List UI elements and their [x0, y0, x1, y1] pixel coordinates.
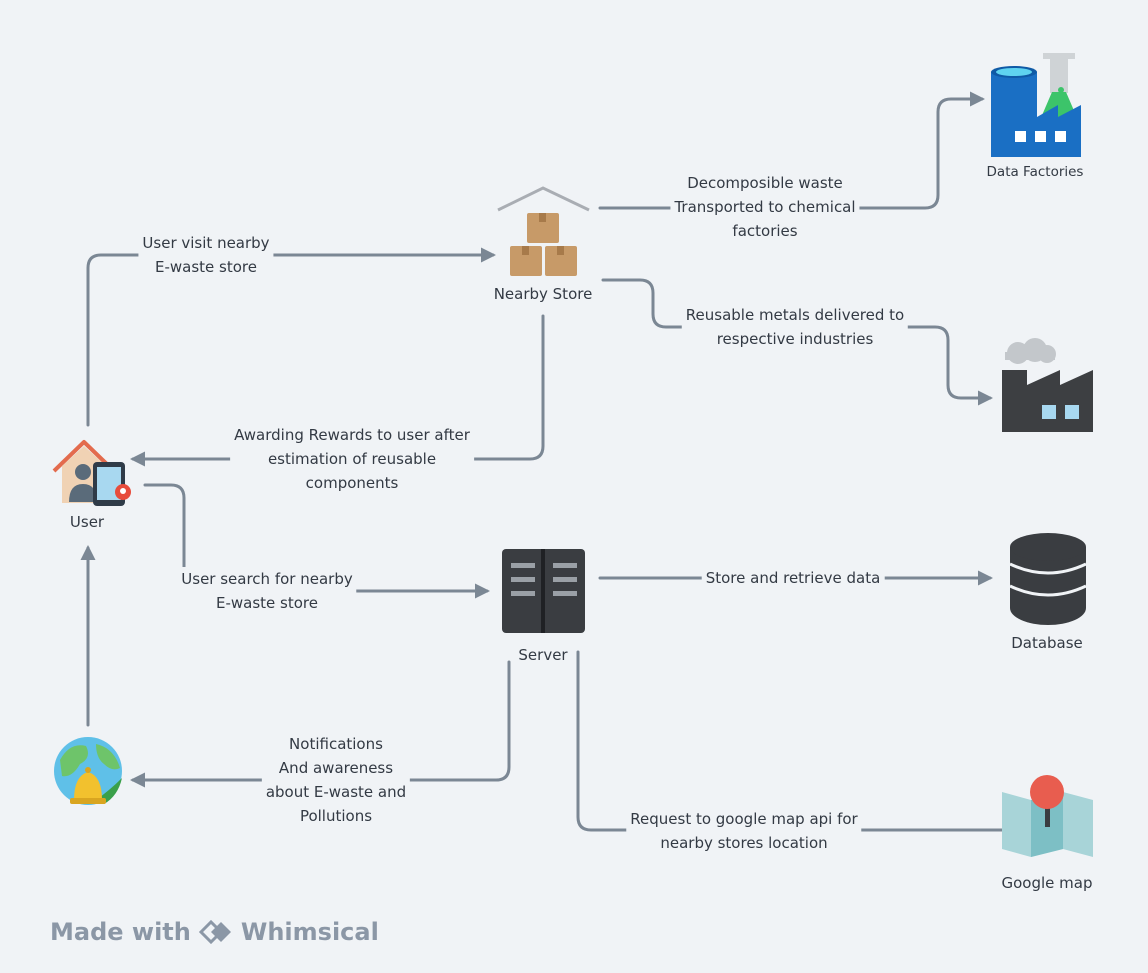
- edge-decomposable: [598, 91, 985, 210]
- edge-label-user-search: User search for nearby E-waste store: [177, 567, 357, 615]
- edge-label-store-retrieve: Store and retrieve data: [701, 566, 885, 590]
- user-house-phone-icon: [52, 440, 131, 506]
- watermark-prefix: Made with: [50, 918, 191, 946]
- edge-label-request-google: Request to google map api for nearby sto…: [626, 807, 862, 855]
- node-label-google-map: Google map: [1001, 874, 1093, 892]
- node-label-nearby-store: Nearby Store: [493, 285, 593, 303]
- database-icon: [1009, 533, 1087, 625]
- factory-icon: [1002, 338, 1093, 432]
- store-boxes-icon: [497, 186, 590, 276]
- node-label-user: User: [69, 513, 105, 531]
- data-factories-icon: [991, 53, 1081, 157]
- edge-label-user-visit: User visit nearby E-waste store: [138, 231, 274, 279]
- node-label-database: Database: [1011, 634, 1083, 652]
- edge-label-notifications: Notifications And awareness about E-wast…: [261, 732, 411, 828]
- node-label-data-factories: Data Factories: [986, 164, 1084, 180]
- globe-bell-icon: [54, 737, 122, 805]
- edge-label-awarding: Awarding Rewards to user after estimatio…: [230, 423, 474, 495]
- server-icon: [502, 549, 585, 633]
- edge-request-google: [576, 650, 1091, 838]
- google-map-icon: [1002, 775, 1093, 857]
- edge-awarding: [130, 314, 545, 467]
- whimsical-watermark[interactable]: Made with Whimsical: [50, 918, 379, 946]
- whimsical-logo-icon: [198, 920, 231, 944]
- watermark-brand: Whimsical: [240, 918, 379, 946]
- edge-user-visit: [86, 247, 496, 427]
- node-label-server: Server: [518, 646, 568, 664]
- edge-label-reusable-metals: Reusable metals delivered to respective …: [681, 303, 909, 351]
- edge-label-decomposable: Decomposible waste Transported to chemic…: [670, 171, 860, 243]
- edge-notifications: [130, 660, 511, 788]
